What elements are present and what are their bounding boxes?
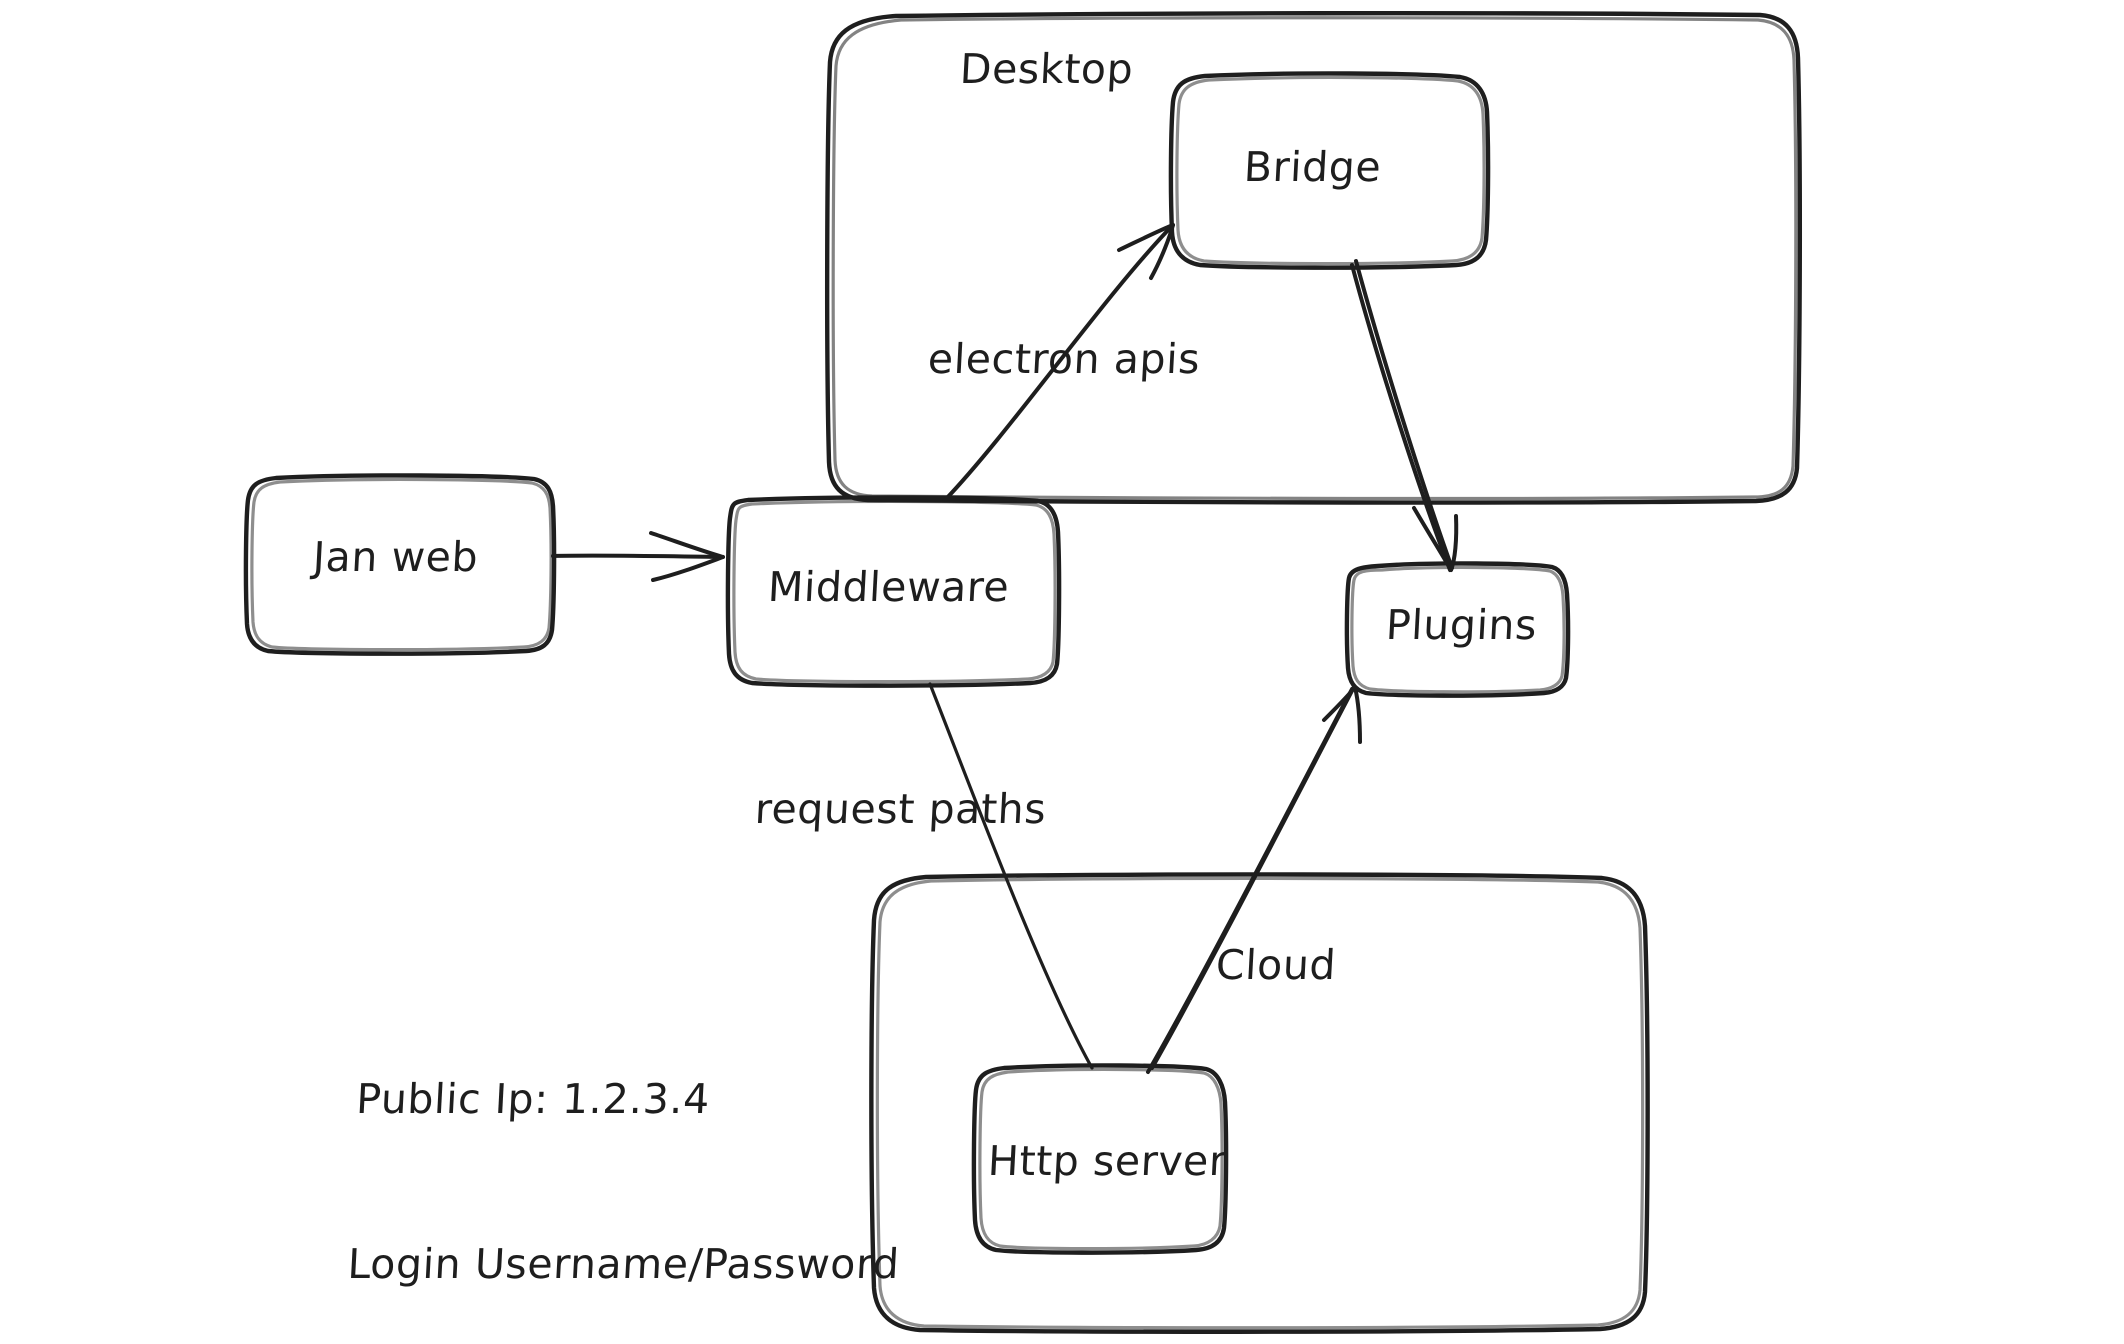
- plugins-node-label[interactable]: Plugins: [1384, 601, 1539, 649]
- edge-middleware-to-bridge: [943, 223, 1175, 502]
- edge-bridge-to-plugins: [1350, 259, 1459, 572]
- desktop-container-shape: [824, 10, 1803, 505]
- edge-httpserver-to-plugins: [1146, 685, 1362, 1074]
- middleware-node-shape: [725, 495, 1062, 688]
- edge-middleware-to-httpserver: [928, 682, 1094, 1070]
- public-ip-line: Public Ip: 1.2.3.4: [355, 1074, 712, 1123]
- cloud-container-label: Cloud: [1214, 941, 1338, 989]
- http-server-node-label[interactable]: Http server: [986, 1137, 1228, 1185]
- edge-janweb-to-middleware: [551, 531, 725, 582]
- credentials-note: Public Ip: 1.2.3.4 Login Username/Passwo…: [340, 962, 915, 1344]
- electron-apis-edge-label: electron apis: [926, 335, 1202, 383]
- bridge-node-label[interactable]: Bridge: [1242, 143, 1383, 191]
- request-paths-edge-label: request paths: [753, 785, 1048, 833]
- jan-web-node-shape: [243, 473, 557, 656]
- plugins-node-shape: [1344, 561, 1571, 698]
- login-line: Login Username/Password: [346, 1239, 901, 1288]
- http-server-node-shape: [971, 1063, 1229, 1255]
- bridge-node-shape: [1168, 71, 1491, 270]
- cloud-container-shape: [869, 872, 1650, 1334]
- middleware-node-label[interactable]: Middleware: [766, 563, 1011, 611]
- desktop-container-label: Desktop: [958, 45, 1135, 93]
- jan-web-node-label[interactable]: Jan web: [311, 533, 480, 581]
